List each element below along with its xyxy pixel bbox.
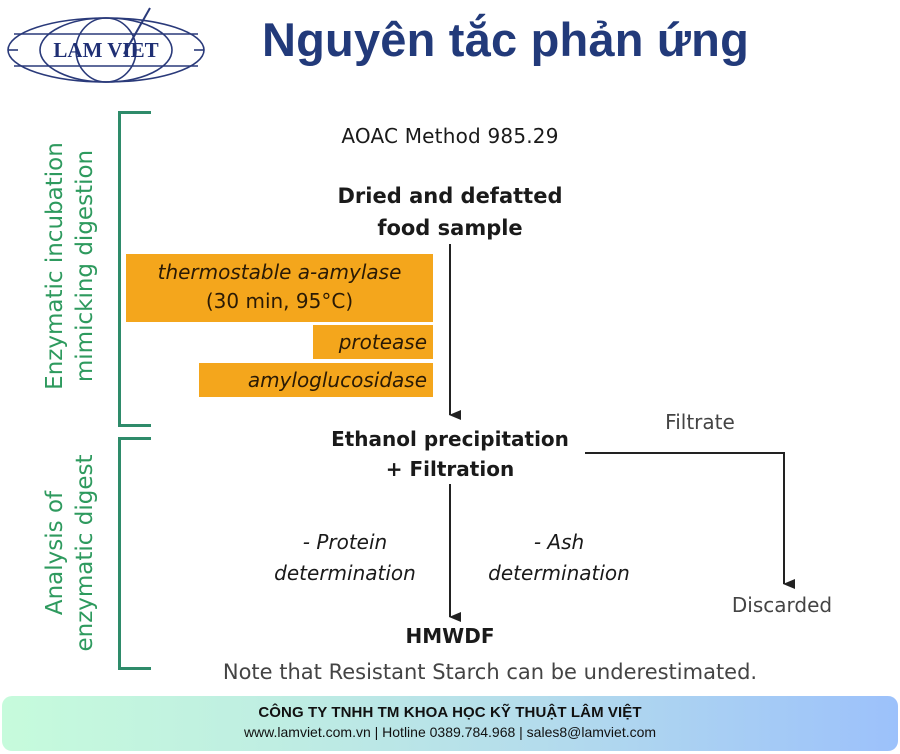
sample-line: food sample [377,216,523,240]
bracket-analysis [118,437,151,670]
footer-banner: CÔNG TY TNHH TM KHOA HỌC KỸ THUẬT LÂM VI… [2,696,898,751]
enzyme-conditions: (30 min, 95°C) [205,289,354,313]
section-label-line: Analysis of [42,490,68,616]
enzyme-box-protease: protease [313,325,433,359]
note-text: Note that Resistant Starch can be undere… [222,660,758,684]
protein-determination-label: - Protein determination [240,527,450,589]
logo-globe-meridian-outer [39,17,173,83]
sample-line: Dried and defatted [337,184,563,208]
filtrate-label: Filtrate [665,410,735,434]
hmwdf-result: HMWDF [405,624,495,648]
precipitation-line: Ethanol precipitation [331,427,569,451]
section-label-analysis: Analysis of enzymatic digest [40,443,100,663]
company-contact: www.lamviet.com.vn | Hotline 0389.784.96… [243,724,657,740]
precipitation-line: + Filtration [385,457,515,481]
page-title: Nguyên tắc phản ứng [262,13,749,66]
enzyme-box-amyloglucosidase: amyloglucosidase [199,363,433,397]
sample-node: Dried and defatted food sample [300,180,600,244]
section-label-line: Enzymatic incubation [42,142,68,390]
ash-determination-label: - Ash determination [464,527,654,589]
enzyme-box-amylase: thermostable a-amylase (30 min, 95°C) [126,254,433,322]
section-label-line: mimicking digestion [72,149,98,383]
section-label-enzymatic-incubation: Enzymatic incubation mimicking digestion [40,116,100,416]
protein-line: determination [274,561,416,585]
precipitation-node: Ethanol precipitation + Filtration [300,424,600,484]
logo-text: LAM VIET [53,38,158,62]
bracket-enzymatic-incubation [118,111,151,427]
company-name: CÔNG TY TNHH TM KHOA HỌC KỸ THUẬT LÂM VI… [258,704,642,721]
protein-line: - Protein [302,530,388,554]
ash-line: - Ash [533,530,585,554]
lam-viet-logo: LAM VIET [7,7,205,83]
enzyme-name: thermostable a-amylase [157,260,402,284]
discarded-label: Discarded [731,593,833,617]
ash-line: determination [488,561,630,585]
method-label: AOAC Method 985.29 [341,124,559,148]
section-label-line: enzymatic digest [72,454,98,652]
